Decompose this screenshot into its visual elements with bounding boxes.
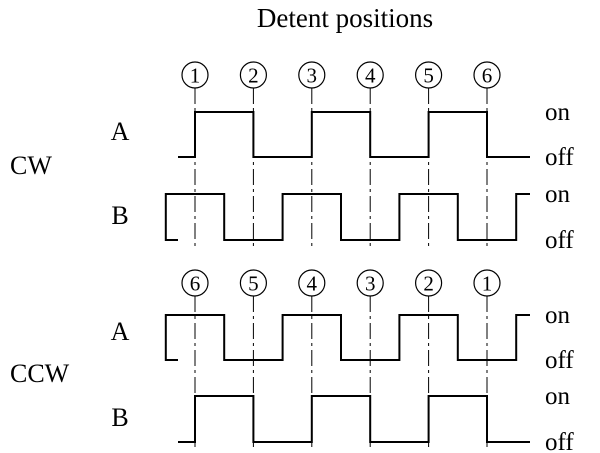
- waveform-ccw-b: [178, 395, 530, 443]
- state-label-off: off: [545, 347, 574, 374]
- channel-label-b: B: [111, 403, 128, 432]
- state-label-on: on: [545, 383, 571, 410]
- detent-number: 1: [482, 272, 493, 296]
- state-label-on: on: [545, 99, 571, 126]
- section-label-ccw: CCW: [10, 359, 70, 388]
- detent-number: 4: [365, 64, 376, 88]
- detent-number: 3: [307, 64, 318, 88]
- section-label-cw: CW: [10, 151, 52, 180]
- diagram-title: Detent positions: [257, 3, 433, 33]
- detent-number: 3: [365, 272, 376, 296]
- detent-number: 2: [423, 272, 434, 296]
- waveform-cw-b: [164, 193, 530, 241]
- channel-label-a: A: [111, 117, 130, 146]
- detent-number: 5: [248, 272, 259, 296]
- detent-number: 6: [190, 272, 201, 296]
- state-label-off: off: [545, 227, 574, 254]
- detent-number: 4: [307, 272, 318, 296]
- channel-label-a: A: [111, 317, 130, 346]
- state-label-on: on: [545, 181, 571, 208]
- waveform-cw-a: [178, 111, 530, 158]
- state-label-off: off: [545, 429, 574, 453]
- waveform-ccw-a: [164, 314, 530, 361]
- state-label-on: on: [545, 302, 571, 329]
- state-label-off: off: [545, 144, 574, 171]
- channel-label-b: B: [111, 201, 128, 230]
- detent-number: 1: [190, 64, 201, 88]
- detent-number: 6: [482, 64, 493, 88]
- detent-number: 2: [248, 64, 259, 88]
- detent-number: 5: [423, 64, 434, 88]
